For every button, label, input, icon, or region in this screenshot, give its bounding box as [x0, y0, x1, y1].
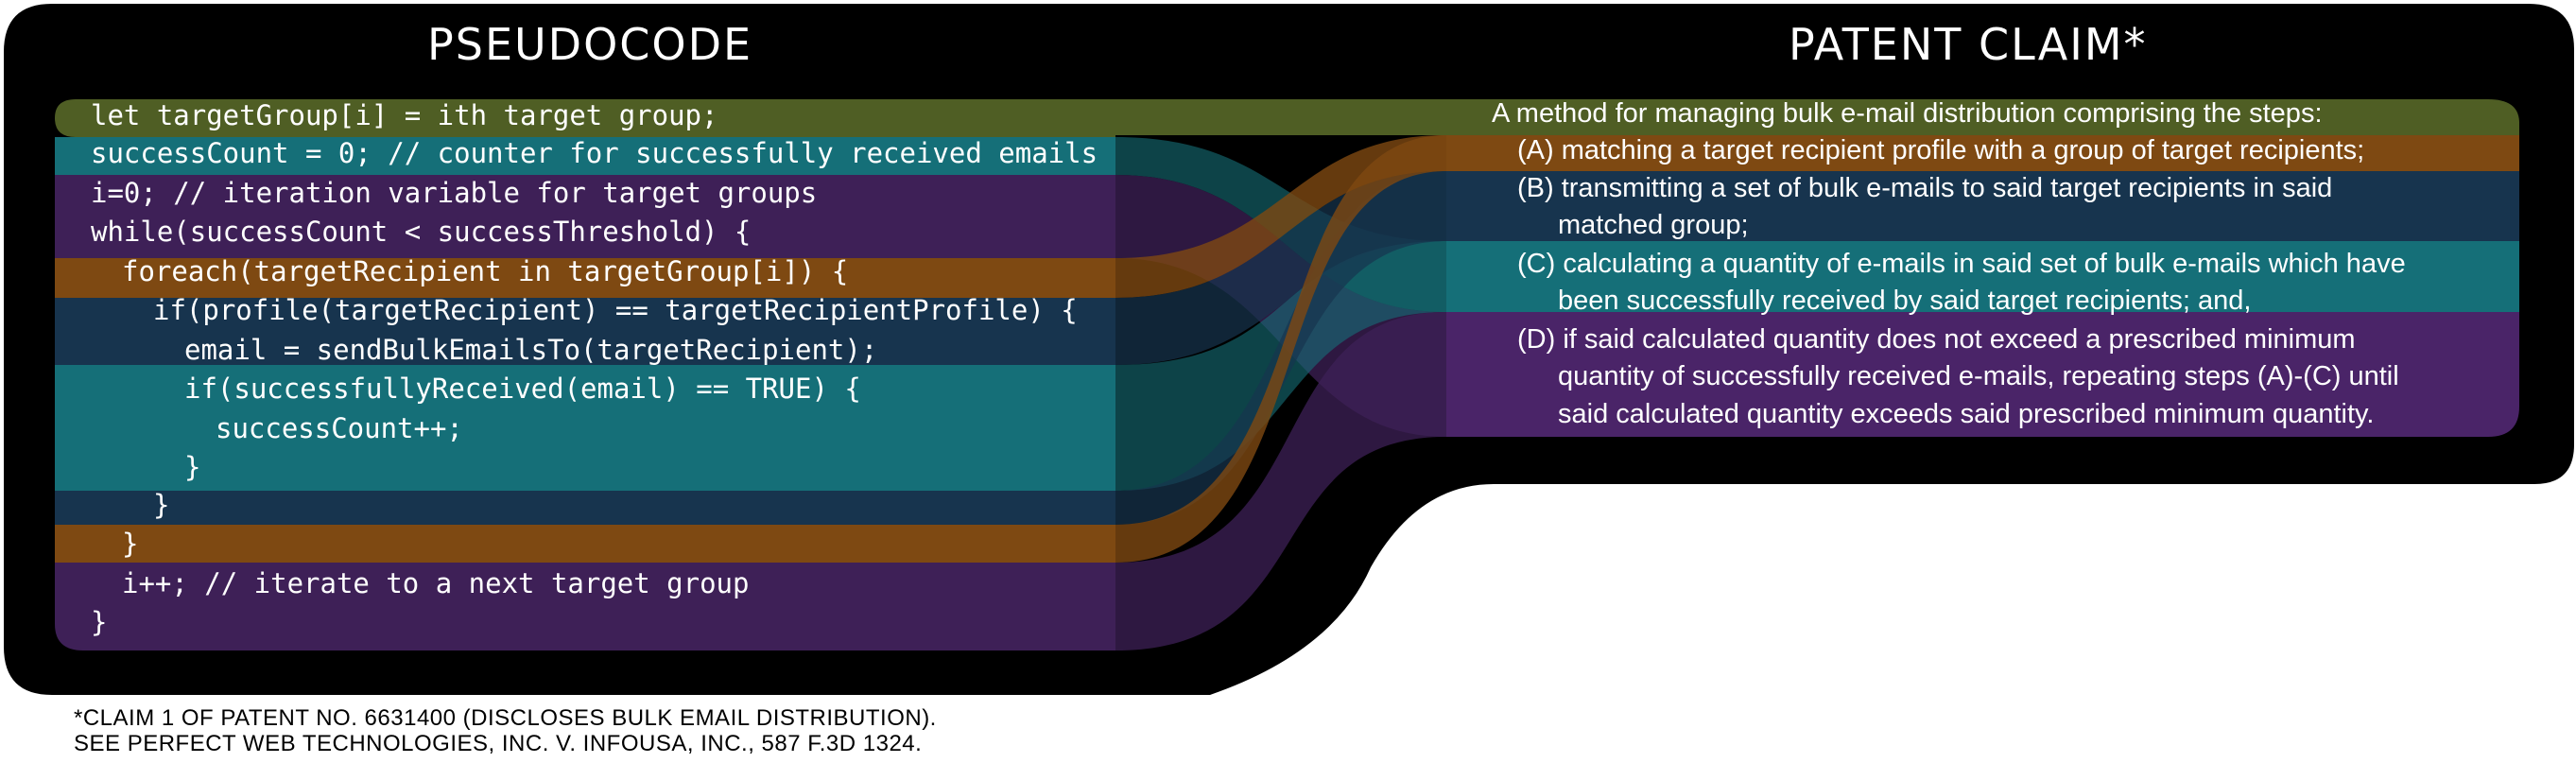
code-line: successCount++;	[216, 412, 463, 444]
ribbon-step-B-close	[1115, 171, 1446, 525]
code-line: }	[122, 528, 139, 560]
claim-band-B-navy	[1446, 171, 2519, 241]
code-line: if(successfullyReceived(email) == TRUE) …	[184, 373, 861, 405]
code-line: }	[184, 451, 201, 483]
band-line-11-navy	[55, 491, 1115, 525]
band-line-1-olive	[55, 99, 1115, 137]
code-bands	[55, 99, 1115, 650]
claim-band-preamble-olive	[1446, 99, 2519, 135]
footnote-line-1: *CLAIM 1 OF PATENT NO. 6631400 (DISCLOSE…	[74, 705, 937, 731]
code-line: let targetGroup[i] = ith target group;	[91, 99, 718, 131]
claim-line: said calculated quantity exceeds said pr…	[1558, 399, 2375, 429]
code-line: while(successCount < successThreshold) {	[91, 216, 752, 248]
band-lines-8-10-teal	[55, 365, 1115, 491]
code-line: }	[91, 606, 108, 638]
claim-line: (D) if said calculated quantity does not…	[1517, 324, 2356, 355]
footnote-line-2: SEE PERFECT WEB TECHNOLOGIES, INC. V. IN…	[74, 731, 923, 756]
claim-line: been successfully received by said targe…	[1558, 286, 2252, 316]
claim-line: quantity of successfully received e-mail…	[1558, 361, 2399, 391]
ribbon-step-D-iterate	[1115, 312, 1446, 650]
ribbon-preamble	[1115, 99, 1446, 135]
band-lines-13-14-purple	[55, 563, 1115, 650]
band-lines-3-4-purple	[55, 175, 1115, 258]
band-lines-6-7-navy	[55, 298, 1115, 365]
claim-bands	[1446, 99, 2519, 437]
band-line-2-teal	[55, 137, 1115, 175]
claim-line: A method for managing bulk e-mail distri…	[1492, 98, 2323, 129]
code-line: i++; // iterate to a next target group	[122, 567, 750, 599]
mapping-ribbons	[1115, 99, 1446, 650]
band-line-12-orange	[55, 525, 1115, 563]
code-line: foreach(targetRecipient in targetGroup[i…	[122, 255, 849, 287]
claim-band-A-orange	[1446, 135, 2519, 171]
claim-band-D-purple	[1446, 312, 2519, 437]
claim-band-C-teal	[1446, 241, 2519, 312]
band-line-5-orange	[55, 258, 1115, 298]
claim-line: (B) transmitting a set of bulk e-mails t…	[1517, 173, 2333, 203]
code-line: i=0; // iteration variable for target gr…	[91, 177, 818, 209]
pseudocode-header: PSEUDOCODE	[427, 19, 753, 70]
claim-line: (A) matching a target recipient profile …	[1517, 135, 2365, 165]
claim-line: (C) calculating a quantity of e-mails in…	[1517, 249, 2406, 279]
code-line: }	[153, 489, 170, 521]
code-line: successCount = 0; // counter for success…	[91, 137, 1098, 169]
patent-claim-header: PATENT CLAIM*	[1789, 19, 2148, 70]
code-line: email = sendBulkEmailsTo(targetRecipient…	[184, 334, 878, 366]
code-line: if(profile(targetRecipient) == targetRec…	[153, 294, 1078, 326]
claim-line: matched group;	[1558, 210, 1749, 240]
